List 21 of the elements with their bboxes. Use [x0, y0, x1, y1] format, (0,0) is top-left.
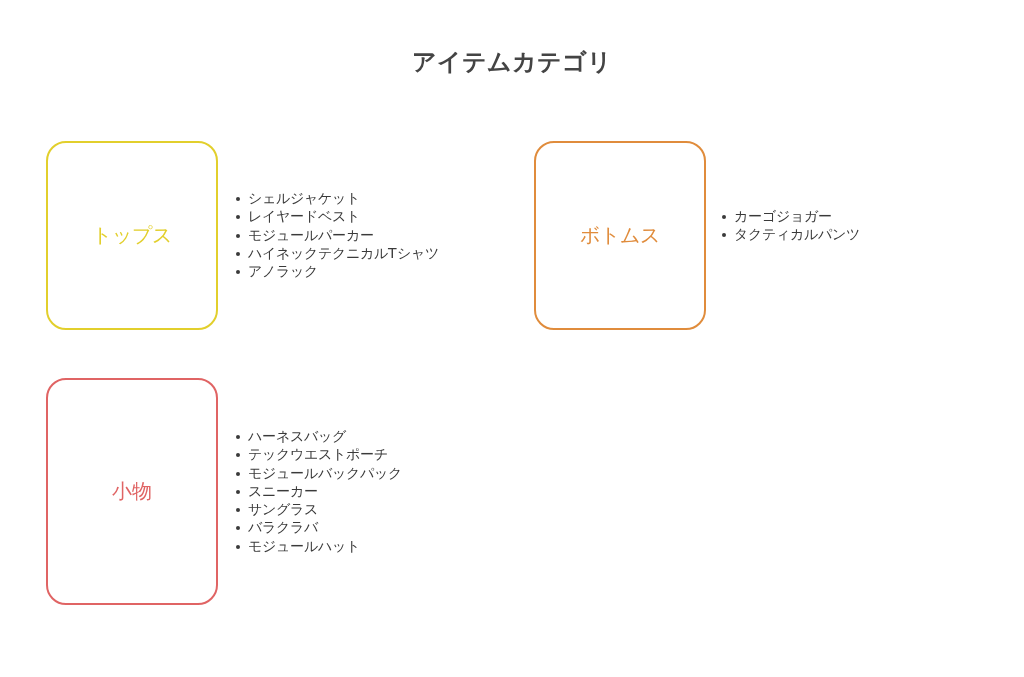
- list-item: ハイネックテクニカルTシャツ: [248, 244, 439, 261]
- list-item: サングラス: [248, 501, 318, 518]
- category-label: ボトムス: [580, 222, 660, 249]
- list-item: アノラック: [248, 263, 318, 280]
- list-item: スニーカー: [248, 482, 318, 499]
- list-item: ハーネスバッグ: [248, 428, 346, 444]
- list-item: タクティカルパンツ: [734, 226, 860, 243]
- category-box: [46, 141, 218, 330]
- list-item: シェルジャケット: [248, 190, 360, 206]
- list-item: レイヤードベスト: [248, 208, 360, 225]
- list-item: モジュールハット: [248, 537, 360, 554]
- category-label: トップス: [92, 222, 172, 249]
- diagram-title: アイテムカテゴリ: [411, 47, 613, 78]
- list-item: モジュールバックパック: [248, 464, 402, 481]
- list-item: テックウエストポーチ: [248, 446, 388, 463]
- category-box: [46, 378, 218, 605]
- list-item: モジュールパーカー: [248, 226, 374, 243]
- category-box: [534, 141, 706, 330]
- category-label: 小物: [112, 478, 152, 505]
- list-item: バラクラバ: [248, 519, 318, 536]
- list-item: カーゴジョガー: [734, 208, 832, 224]
